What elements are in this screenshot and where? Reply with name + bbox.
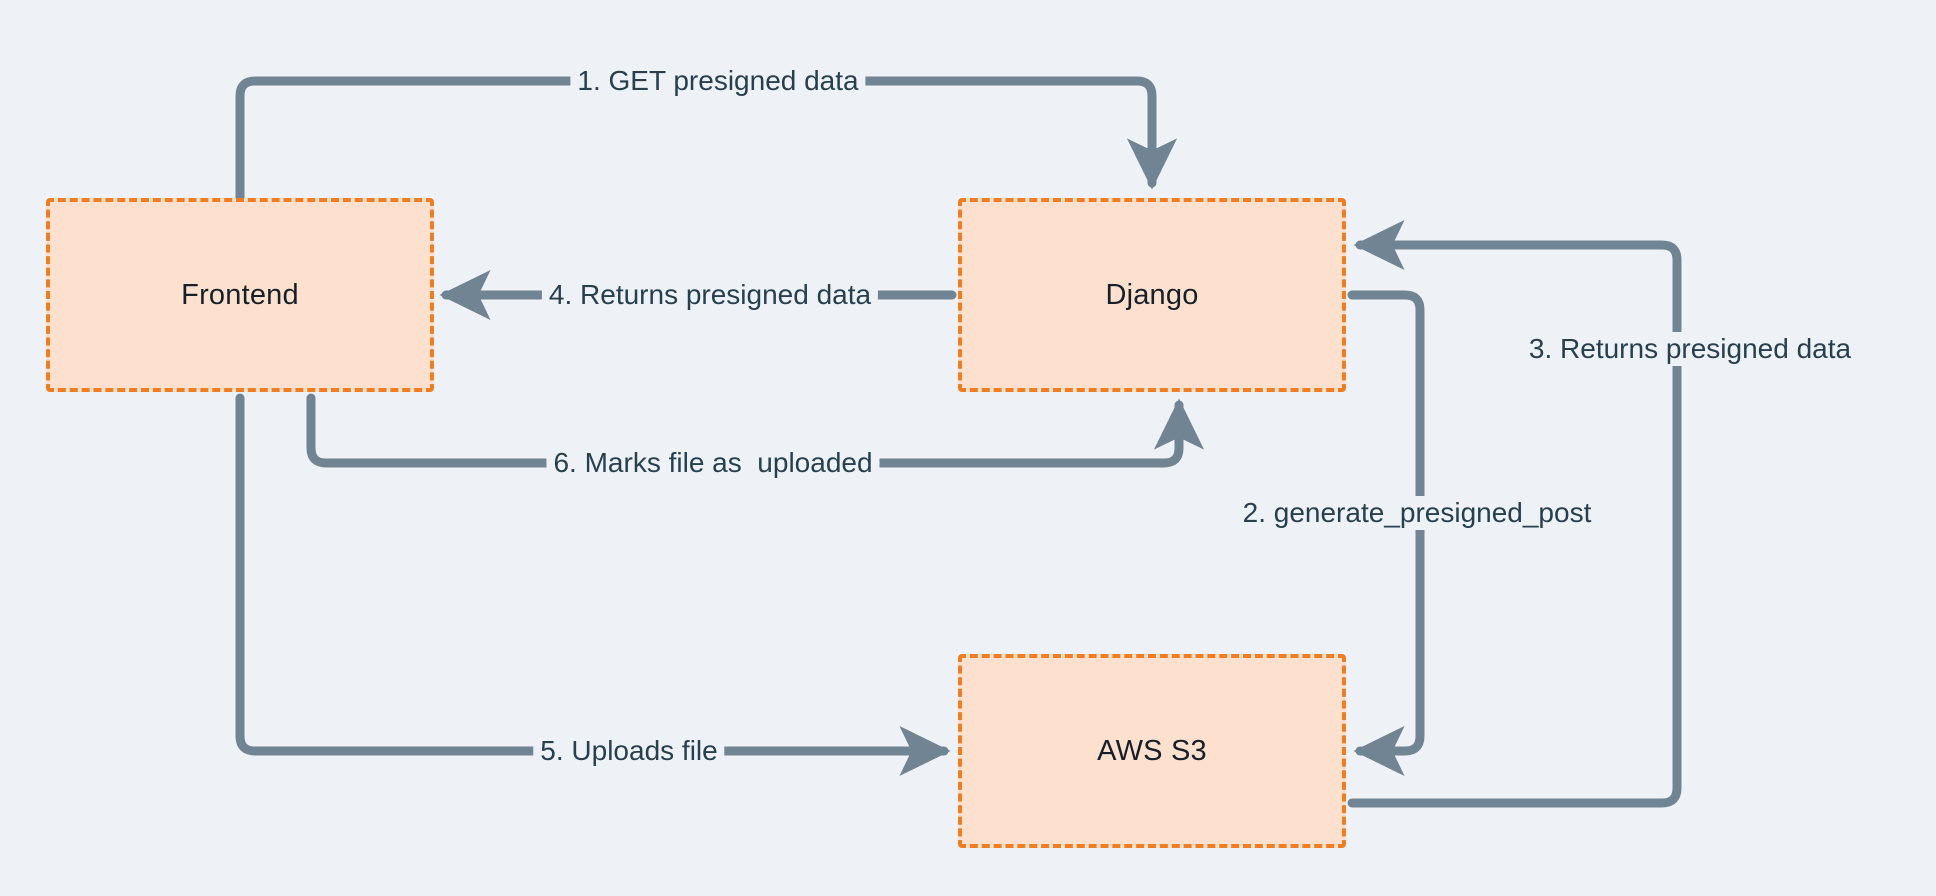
node-aws-s3-label: AWS S3 (1097, 734, 1207, 767)
edge-path-step-5 (235, 393, 951, 777)
edge-label-step-5: 5. Uploads file (533, 734, 725, 768)
node-aws-s3[interactable]: AWS S3 (958, 654, 1346, 848)
edge-label-step-2: 2. generate_presigned_post (1235, 496, 1599, 530)
node-frontend[interactable]: Frontend (46, 198, 434, 392)
edge-path-step-3 (1347, 219, 1682, 808)
edge-label-step-1: 1. GET presigned data (570, 64, 866, 98)
edge-path-step-1 (235, 76, 1178, 203)
node-frontend-label: Frontend (181, 278, 299, 311)
edge-label-step-6: 6. Marks file as uploaded (546, 446, 880, 480)
node-django-label: Django (1105, 278, 1199, 311)
node-django[interactable]: Django (958, 198, 1346, 392)
edge-label-step-3: 3. Returns presigned data (1521, 332, 1859, 366)
edge-label-step-4: 4. Returns presigned data (541, 278, 879, 312)
